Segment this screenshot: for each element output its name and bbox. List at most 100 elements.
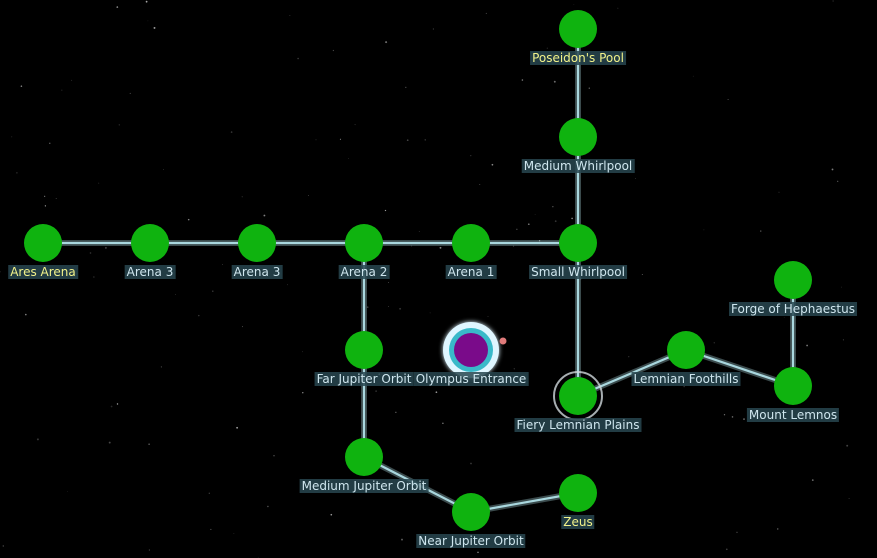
node-medium-whirlpool[interactable] [559, 118, 597, 156]
star-dot [546, 47, 548, 49]
star-dot [267, 505, 269, 508]
system-node-circle [559, 377, 597, 415]
star-dot [208, 492, 210, 494]
star-dot [513, 245, 515, 247]
node-far-jupiter-orbit[interactable] [345, 331, 383, 369]
star-dot [806, 344, 808, 347]
star-dot [297, 57, 299, 60]
star-dot [848, 498, 850, 499]
node-olympus-entrance[interactable] [443, 322, 507, 378]
orbiting-marker-icon [499, 337, 507, 345]
star-dot [210, 528, 212, 530]
system-node-circle [24, 224, 62, 262]
node-ares-arena[interactable] [24, 224, 62, 262]
star-dot [736, 531, 738, 533]
star-dot [713, 342, 715, 344]
system-node-circle [452, 224, 490, 262]
star-dot [783, 316, 785, 318]
star-dot [289, 14, 291, 16]
node-mount-lemnos[interactable] [774, 367, 812, 405]
node-label-zeus: Zeus [561, 515, 595, 529]
node-zeus[interactable] [559, 474, 597, 512]
node-lemnian-foothills[interactable] [667, 331, 705, 369]
node-label-arena-3-a: Arena 3 [124, 265, 176, 279]
node-fiery-lemnian-plains[interactable] [553, 371, 603, 421]
system-node-circle [238, 224, 276, 262]
star-dot [116, 403, 119, 405]
system-node-circle [667, 331, 705, 369]
star-dot [442, 422, 444, 425]
node-arena-1[interactable] [452, 224, 490, 262]
current-location-core [454, 333, 488, 367]
star-dot [20, 85, 23, 87]
star-dot [388, 306, 389, 307]
star-dot [846, 444, 849, 447]
node-poseidons-pool[interactable] [559, 10, 597, 48]
star-dot [11, 136, 13, 138]
star-dot [470, 462, 472, 465]
star-dot [491, 163, 494, 166]
node-arena-2[interactable] [345, 224, 383, 262]
star-dot [110, 405, 113, 408]
node-arena-3-b[interactable] [238, 224, 276, 262]
star-dot [534, 214, 536, 215]
node-forge-of-hephaestus[interactable] [774, 261, 812, 299]
star-dot [470, 155, 472, 157]
star-dot [302, 351, 303, 353]
node-near-jupiter-orbit[interactable] [452, 493, 490, 531]
star-dot [527, 223, 530, 226]
star-dot [641, 274, 643, 276]
node-label-fiery-lemnian-plains: Fiery Lemnian Plains [514, 418, 642, 432]
node-label-near-jupiter-orbit: Near Jupiter Orbit [416, 534, 526, 548]
node-label-arena-1: Arena 1 [445, 265, 497, 279]
star-dot [89, 252, 92, 254]
star-dot [67, 491, 69, 492]
node-label-ares-arena: Ares Arena [8, 265, 78, 279]
star-dot [233, 533, 235, 534]
node-label-poseidons-pool: Poseidon's Pool [530, 51, 626, 65]
star-dot [571, 217, 573, 220]
star-dot [375, 390, 377, 392]
star-dot [513, 368, 515, 370]
star-dot [198, 314, 200, 317]
star-dot [842, 339, 844, 341]
node-medium-jupiter-orbit[interactable] [345, 438, 383, 476]
star-dot [435, 391, 438, 394]
star-dot [432, 28, 434, 30]
star-dot [212, 290, 214, 292]
star-dot [163, 169, 164, 171]
star-dot [760, 230, 762, 232]
star-dot [401, 538, 403, 541]
star-dot [230, 131, 233, 133]
star-dot [44, 195, 46, 197]
star-dot [439, 246, 442, 249]
system-node-circle [774, 261, 812, 299]
node-label-arena-3-b: Arena 3 [231, 265, 283, 279]
star-dot [692, 75, 694, 77]
star-dot [187, 218, 190, 221]
system-node-circle [345, 224, 383, 262]
node-small-whirlpool[interactable] [559, 224, 597, 262]
star-dot [36, 438, 39, 441]
star-dot [384, 209, 387, 212]
system-node-circle [559, 118, 597, 156]
star-dot [236, 426, 239, 429]
star-dot [348, 158, 350, 159]
star-dot [811, 479, 814, 481]
node-arena-3-a[interactable] [131, 224, 169, 262]
star-dot [552, 206, 554, 208]
star-dot [521, 79, 524, 81]
star-dot [395, 411, 397, 413]
node-label-olympus-entrance: Olympus Entrance [413, 372, 529, 386]
star-dot [116, 6, 119, 8]
star-dot [129, 92, 131, 94]
star-dot [16, 172, 18, 174]
star-dot [399, 307, 402, 310]
node-label-far-jupiter-orbit: Far Jupiter Orbit [314, 372, 414, 386]
star-dot [617, 7, 619, 9]
node-label-forge-of-hephaestus: Forge of Hephaestus [729, 302, 857, 316]
node-label-small-whirlpool: Small Whirlpool [529, 265, 627, 279]
star-dot [778, 191, 780, 193]
system-node-circle [345, 438, 383, 476]
star-dot [0, 271, 1, 273]
